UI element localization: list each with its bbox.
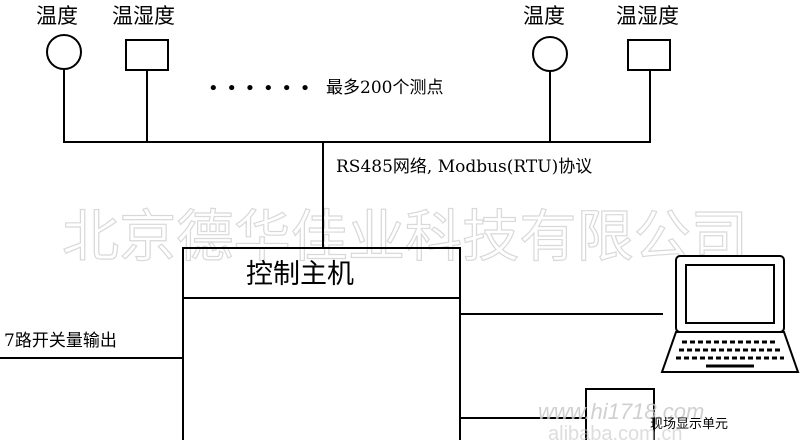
computer-icon (660, 255, 800, 373)
left-temp-label: 温度 (36, 4, 78, 28)
display-unit-label: 现场显示单元 (650, 417, 728, 432)
left-humid-label: 温湿度 (112, 4, 175, 28)
watermark-company: 北京德华佳业科技有限公司 (62, 205, 748, 270)
right-temp-label: 温度 (523, 4, 565, 28)
sensor-ellipsis: • • • • • • (208, 78, 311, 99)
right-temp-sensor-icon (532, 36, 568, 72)
watermark-site2: alibaba.com.cn (548, 423, 683, 440)
right-humid-label: 温湿度 (616, 4, 679, 28)
left-humid-sensor-icon (125, 39, 169, 71)
max-points-label: 最多200个测点 (326, 78, 443, 98)
host-title: 控制主机 (246, 259, 354, 290)
switch-output-label: 7路开关量输出 (4, 331, 117, 351)
left-temp-sensor-icon (46, 34, 82, 70)
display-unit-box (585, 388, 655, 440)
watermark-site1: www.hi1718.com (538, 399, 704, 424)
bus-label: RS485网络, Modbus(RTU)协议 (336, 157, 592, 177)
control-host-box (182, 247, 461, 440)
right-humid-sensor-icon (627, 39, 671, 71)
